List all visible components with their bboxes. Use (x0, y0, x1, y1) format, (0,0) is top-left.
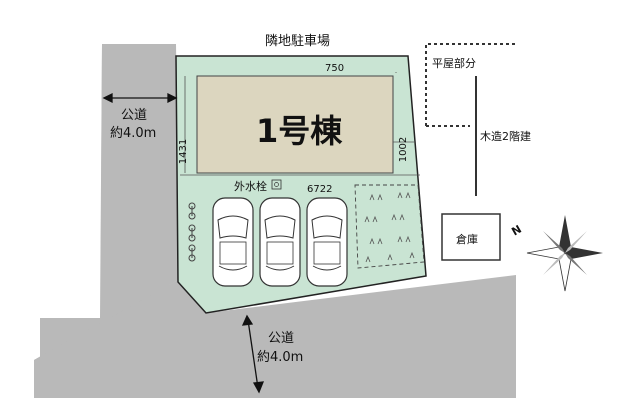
storehouse (441, 213, 501, 261)
water-tap-icon (271, 179, 282, 190)
single-story-label: 平屋部分 (432, 57, 476, 70)
west-road-label: 公道 (121, 108, 148, 123)
south-road-width-arrow (241, 314, 265, 394)
car-2 (259, 197, 301, 287)
grass-marks (364, 191, 415, 263)
dim-left: 1431 (178, 138, 190, 165)
dim-bottom: 6722 (307, 184, 333, 195)
west-road-strip (40, 44, 178, 362)
wooden-two-story-label: 木造2階建 (480, 130, 531, 143)
neighbor-parking-label: 隣地駐車場 (265, 34, 331, 49)
west-road-width: 約4.0m (110, 126, 157, 141)
dim-top: 750 (325, 63, 345, 74)
building-1 (196, 75, 394, 174)
car-1 (212, 197, 254, 287)
car-3 (306, 197, 348, 287)
south-road (34, 275, 516, 398)
building-label: 1号棟 (256, 112, 343, 150)
west-road-width-arrow (102, 92, 178, 104)
north-compass-icon (526, 215, 603, 292)
garden-area (354, 184, 425, 269)
south-road-label: 公道 (268, 331, 295, 346)
water-tap-label: 外水栓 (234, 180, 267, 193)
dim-right: 1002 (398, 136, 410, 163)
south-road-width: 約4.0m (257, 350, 304, 365)
bicycle-icons (188, 202, 196, 262)
storehouse-label: 倉庫 (456, 233, 478, 246)
